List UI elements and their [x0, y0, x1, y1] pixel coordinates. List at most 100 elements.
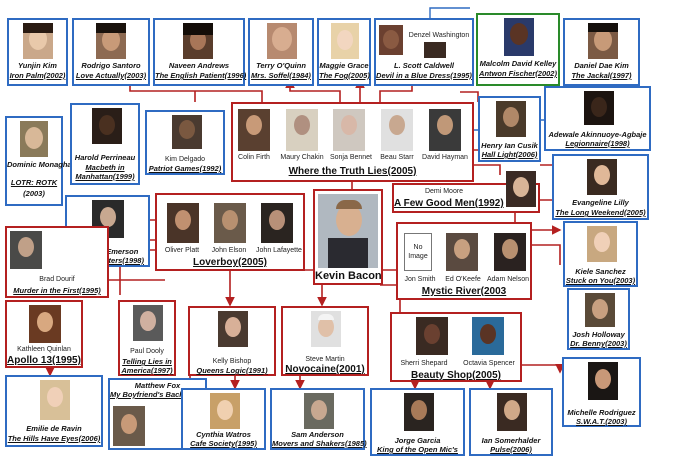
portrait	[218, 311, 248, 347]
card-dourif[interactable]: Brad Dourif Murder in the First(1995)	[5, 226, 109, 298]
card-kiele[interactable]: Kiele Sanchez Stuck on You(2003)	[563, 221, 638, 287]
movie-link[interactable]: Telling Lies in	[120, 357, 174, 366]
cast-name: Demi Moore	[394, 188, 494, 196]
portrait	[504, 18, 534, 56]
person-name: L. Scott Caldwell	[376, 61, 472, 70]
cast-name: Jon Smith	[398, 276, 442, 284]
person-name: Dominic Monaghan	[7, 160, 61, 169]
card-emilie[interactable]: Emilie de Ravin The Hills Have Eyes(2006…	[5, 375, 103, 447]
card-daniel[interactable]: Daniel Dae Kim The Jackal(1997)	[563, 18, 640, 86]
movie-title[interactable]: Where the Truth Lies(2005)	[233, 166, 472, 178]
card-maggie[interactable]: Maggie Grace The Fog(2005)	[317, 18, 371, 86]
movie-title[interactable]: Apollo 13(1995)	[7, 355, 81, 367]
cast-name: David Hayman	[419, 154, 471, 162]
movie-title[interactable]: Novocaine(2001)	[283, 364, 367, 376]
card-harold[interactable]: Harold Perrineau Macbeth in Manhattan(19…	[70, 103, 140, 185]
cast-name: Kathleen Quinlan	[7, 346, 81, 354]
card-kelly[interactable]: Kelly Bishop Queens Logic(1991)	[188, 306, 276, 376]
movie-link[interactable]: LOTR: ROTK	[7, 178, 61, 187]
card-sam[interactable]: Sam Anderson Movers and Shakers(1985)	[270, 388, 365, 450]
cast-name: Oliver Platt	[157, 247, 207, 255]
movie-link[interactable]: S.W.A.T.(2003)	[564, 417, 639, 426]
card-jorge[interactable]: Jorge Garcia King of the Open Mic's	[370, 388, 465, 456]
cast-name: Paul Dooly	[120, 348, 174, 356]
movie-link[interactable]: The Hills Have Eyes(2006)	[7, 434, 101, 443]
movie-link[interactable]: Love Actually(2003)	[74, 71, 148, 80]
card-dooly[interactable]: Paul Dooly Telling Lies in America(1997)	[118, 300, 176, 376]
movie-link[interactable]: Hall Light(2006)	[480, 150, 539, 159]
portrait	[214, 203, 246, 243]
cast-name: Adam Nelson	[486, 276, 530, 284]
card-caldwell[interactable]: Denzel Washington L. Scott Caldwell Devi…	[374, 18, 474, 86]
movie-link[interactable]: Murder in the First(1995)	[7, 286, 107, 295]
movie-link[interactable]: Movers and Shakers(1985)	[272, 439, 363, 448]
movie-few-good-men[interactable]: Demi Moore A Few Good Men(1992)	[392, 183, 540, 213]
card-evangeline[interactable]: Evangeline Lilly The Long Weekend(2005)	[552, 154, 649, 220]
movie-title[interactable]: Loverboy(2005)	[157, 257, 303, 269]
center-kevin-bacon[interactable]: Kevin Bacon	[313, 189, 383, 285]
person-name: Rodrigo Santoro	[74, 61, 148, 70]
movie-link[interactable]: Devil in a Blue Dress(1995)	[376, 71, 472, 80]
movie-link[interactable]: The Fog(2005)	[319, 71, 369, 80]
card-rodrigo[interactable]: Rodrigo Santoro Love Actually(2003)	[72, 18, 150, 86]
person-name: Henry Ian Cusik	[480, 141, 539, 150]
movie-link[interactable]: Mrs. Soffel(1984)	[250, 71, 312, 80]
movie-link[interactable]: Queens Logic(1991)	[190, 366, 274, 375]
movie-link[interactable]: Stuck on You(2003)	[565, 276, 636, 285]
movie-loverboy[interactable]: Oliver Platt John Elson John Lafayette L…	[155, 193, 305, 271]
portrait	[588, 362, 618, 400]
movie-link[interactable]: America(1997)	[120, 366, 174, 375]
portrait	[506, 171, 536, 207]
card-michelle[interactable]: Michelle Rodriguez S.W.A.T.(2003)	[562, 357, 641, 427]
movie-link[interactable]: The English Patient(1996)	[155, 71, 243, 80]
card-josh[interactable]: Josh Holloway Dr. Benny(2003)	[567, 288, 630, 350]
portrait	[29, 305, 61, 343]
card-adewale[interactable]: Adewale Akinnuoye-Agbaje Legionnaire(199…	[544, 86, 651, 151]
movie-title[interactable]: Mystic River(2003	[398, 286, 530, 298]
person-name: Josh Holloway	[569, 330, 628, 339]
card-henry[interactable]: Henry Ian Cusik Hall Light(2006)	[478, 96, 541, 162]
card-ian[interactable]: Ian Somerhalder Pulse(2006)	[469, 388, 553, 456]
movie-link[interactable]: Antwon Fischer(2002)	[478, 69, 558, 78]
movie-year: (2003)	[7, 189, 61, 198]
movie-mystic-river[interactable]: No Image Jon Smith Ed O'Keefe Adam Nelso…	[396, 222, 532, 300]
card-naveen[interactable]: Naveen Andrews The English Patient(1996)	[153, 18, 245, 86]
card-dominic[interactable]: Dominic Monaghan LOTR: ROTK (2003)	[5, 116, 63, 206]
card-yunjin[interactable]: Yunjin Kim Iron Palm(2002)	[7, 18, 68, 86]
card-terry[interactable]: Terry O'Quinn Mrs. Soffel(1984)	[248, 18, 314, 86]
movie-link[interactable]: Pulse(2006)	[471, 445, 551, 454]
cast-name: Maury Chakin	[277, 154, 327, 162]
movie-link[interactable]: Iron Palm(2002)	[9, 71, 66, 80]
card-cynthia[interactable]: Cynthia Watros Cafe Society(1995)	[181, 388, 266, 450]
portrait	[183, 23, 213, 59]
cast-name: Octavia Spencer	[456, 360, 522, 368]
movie-beauty-shop[interactable]: Sherri Shepard Octavia Spencer Beauty Sh…	[390, 312, 522, 382]
person-name: Malcolm David Kelley	[478, 59, 558, 68]
movie-truth-lies[interactable]: Colin Firth Maury Chakin Sonja Bennet Be…	[231, 102, 474, 182]
portrait	[23, 23, 53, 59]
movie-link[interactable]: Macbeth in Manhattan(1999)	[72, 163, 138, 181]
portrait	[379, 25, 403, 55]
portrait	[429, 109, 461, 151]
portrait	[585, 293, 615, 327]
movie-apollo-13[interactable]: Kathleen Quinlan Apollo 13(1995)	[5, 300, 83, 368]
person-name: Maggie Grace	[319, 61, 369, 70]
person-name: Michelle Rodriguez	[564, 408, 639, 417]
movie-title[interactable]: Beauty Shop(2005)	[392, 370, 520, 382]
portrait	[497, 393, 527, 431]
movie-novocaine[interactable]: Steve Martin Novocaine(2001)	[281, 306, 369, 376]
card-delgado[interactable]: Kim Delgado Patriot Games(1992)	[145, 110, 225, 175]
movie-link[interactable]: Legionnaire(1998)	[546, 139, 649, 148]
movie-link[interactable]: The Jackal(1997)	[565, 71, 638, 80]
person-name: Jorge Garcia	[372, 436, 463, 445]
movie-link[interactable]: Dr. Benny(2003)	[569, 339, 628, 348]
movie-link[interactable]: Cafe Society(1995)	[183, 439, 264, 448]
portrait	[20, 121, 48, 157]
card-malcolm[interactable]: Malcolm David Kelley Antwon Fischer(2002…	[476, 13, 560, 86]
person-name: Evangeline Lilly	[554, 198, 647, 207]
movie-title[interactable]: A Few Good Men(1992)	[394, 198, 498, 210]
center-name: Kevin Bacon	[315, 270, 381, 283]
movie-link[interactable]: King of the Open Mic's	[372, 445, 463, 454]
movie-link[interactable]: The Long Weekend(2005)	[554, 208, 647, 217]
movie-link[interactable]: Patriot Games(1992)	[147, 164, 223, 173]
